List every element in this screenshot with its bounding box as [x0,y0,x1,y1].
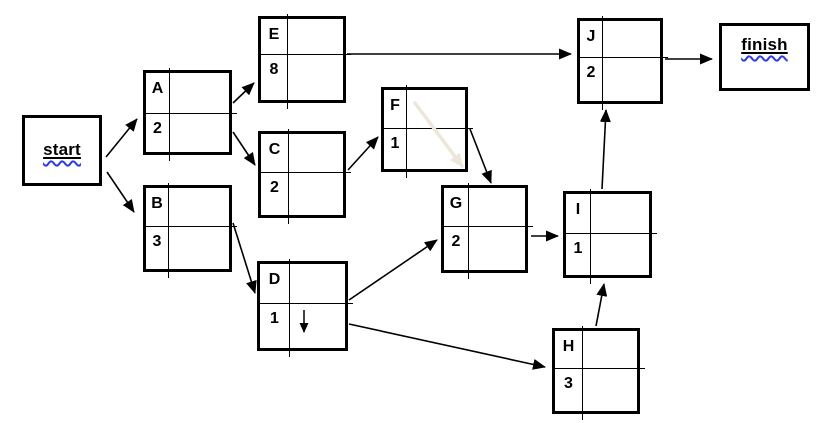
cell-divider-horizontal [261,172,351,174]
activity-duration-E: 8 [269,61,279,78]
activity-letter-I: I [575,201,581,218]
activity-duration-I: 1 [573,240,583,257]
activity-duration-C: 2 [270,179,279,196]
activity-duration-G: 2 [451,233,461,250]
edge-D-G [348,239,438,301]
cell-divider-horizontal [261,54,351,56]
activity-letter-J: J [586,28,596,45]
activity-letter-B: B [151,195,163,212]
cell-divider-vertical [406,85,408,178]
activity-duration-F: 1 [390,135,400,152]
activity-letter-H: H [562,338,575,355]
activity-letter-A: A [151,80,164,97]
activity-letter-E: E [268,26,280,43]
activity-letter-D: D [268,271,281,288]
activity-letter-G: G [449,195,463,212]
edge-B-D [232,222,257,294]
terminal-label-finish: finish [741,35,788,55]
cell-divider-horizontal [260,303,353,305]
edge-H-I [595,283,608,327]
terminal-label-start: start [43,140,81,160]
cell-divider-horizontal [566,233,657,235]
edge-start-A [105,118,138,158]
cell-divider-horizontal [580,57,668,59]
cell-divider-vertical [288,129,290,224]
cell-divider-vertical [582,326,584,420]
cell-divider-vertical [590,189,592,284]
terminal-text-start: start [43,140,81,160]
activity-letter-F: F [390,97,400,114]
activity-duration-A: 2 [153,120,162,137]
edge-A-E [232,82,255,104]
cell-divider-vertical [169,68,171,161]
cell-divider-horizontal [384,128,473,130]
edge-A-C [232,131,256,166]
activity-letter-C: C [268,141,281,158]
edge-D-H [348,323,546,370]
edge-F-G [469,128,492,184]
cell-divider-vertical [289,259,291,357]
terminal-text-finish: finish [741,35,788,54]
activity-duration-J: 2 [586,64,596,81]
activity-duration-D: 1 [270,310,279,327]
activity-duration-H: 3 [564,375,573,392]
cell-divider-vertical [468,183,470,279]
cell-divider-horizontal [146,226,237,228]
cell-divider-vertical [602,16,604,110]
edge-C-F [347,136,379,171]
edge-I-J [599,109,611,190]
cell-divider-vertical [287,14,289,109]
cell-divider-vertical [168,183,170,278]
node-finish: finish [719,23,810,91]
node-start: start [22,115,102,186]
cell-divider-horizontal [146,113,237,115]
cell-divider-horizontal [555,368,645,370]
cell-divider-horizontal [444,226,533,228]
edge-start-B [106,171,135,213]
activity-duration-B: 3 [152,233,162,250]
